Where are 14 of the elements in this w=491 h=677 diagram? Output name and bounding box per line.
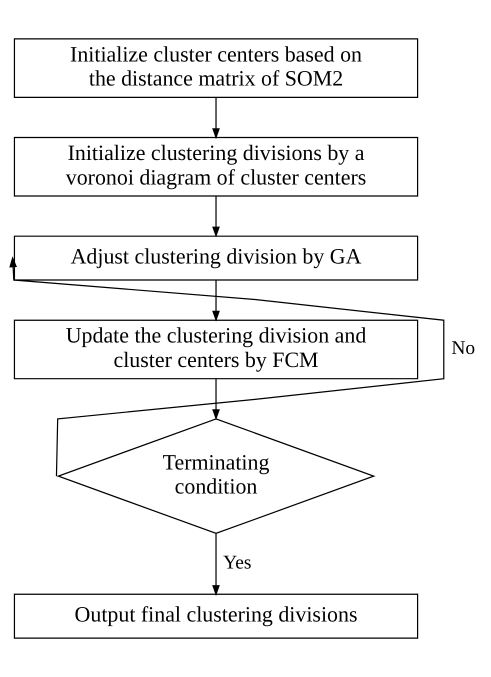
arrow [212, 280, 220, 322]
node-box: Initialize cluster centers based on the distance matrix of SOM2 [14, 38, 418, 98]
arrow [212, 534, 220, 596]
edge-label: No [451, 338, 476, 360]
node-box: Update the clustering division and cluster centers by FCM [14, 320, 418, 380]
arrow [212, 98, 220, 140]
node-box: Initialize clustering divisions by a voronoi diagram of cluster centers [14, 136, 418, 197]
edge-label: Yes [223, 552, 252, 574]
arrow [9, 256, 444, 476]
node-box: Adjust clustering division by GA [14, 236, 418, 281]
node-box: Output final clustering divisions [14, 594, 418, 639]
arrow [212, 378, 220, 420]
arrow [212, 196, 220, 238]
node-diamond: Terminating condition [56, 418, 376, 534]
